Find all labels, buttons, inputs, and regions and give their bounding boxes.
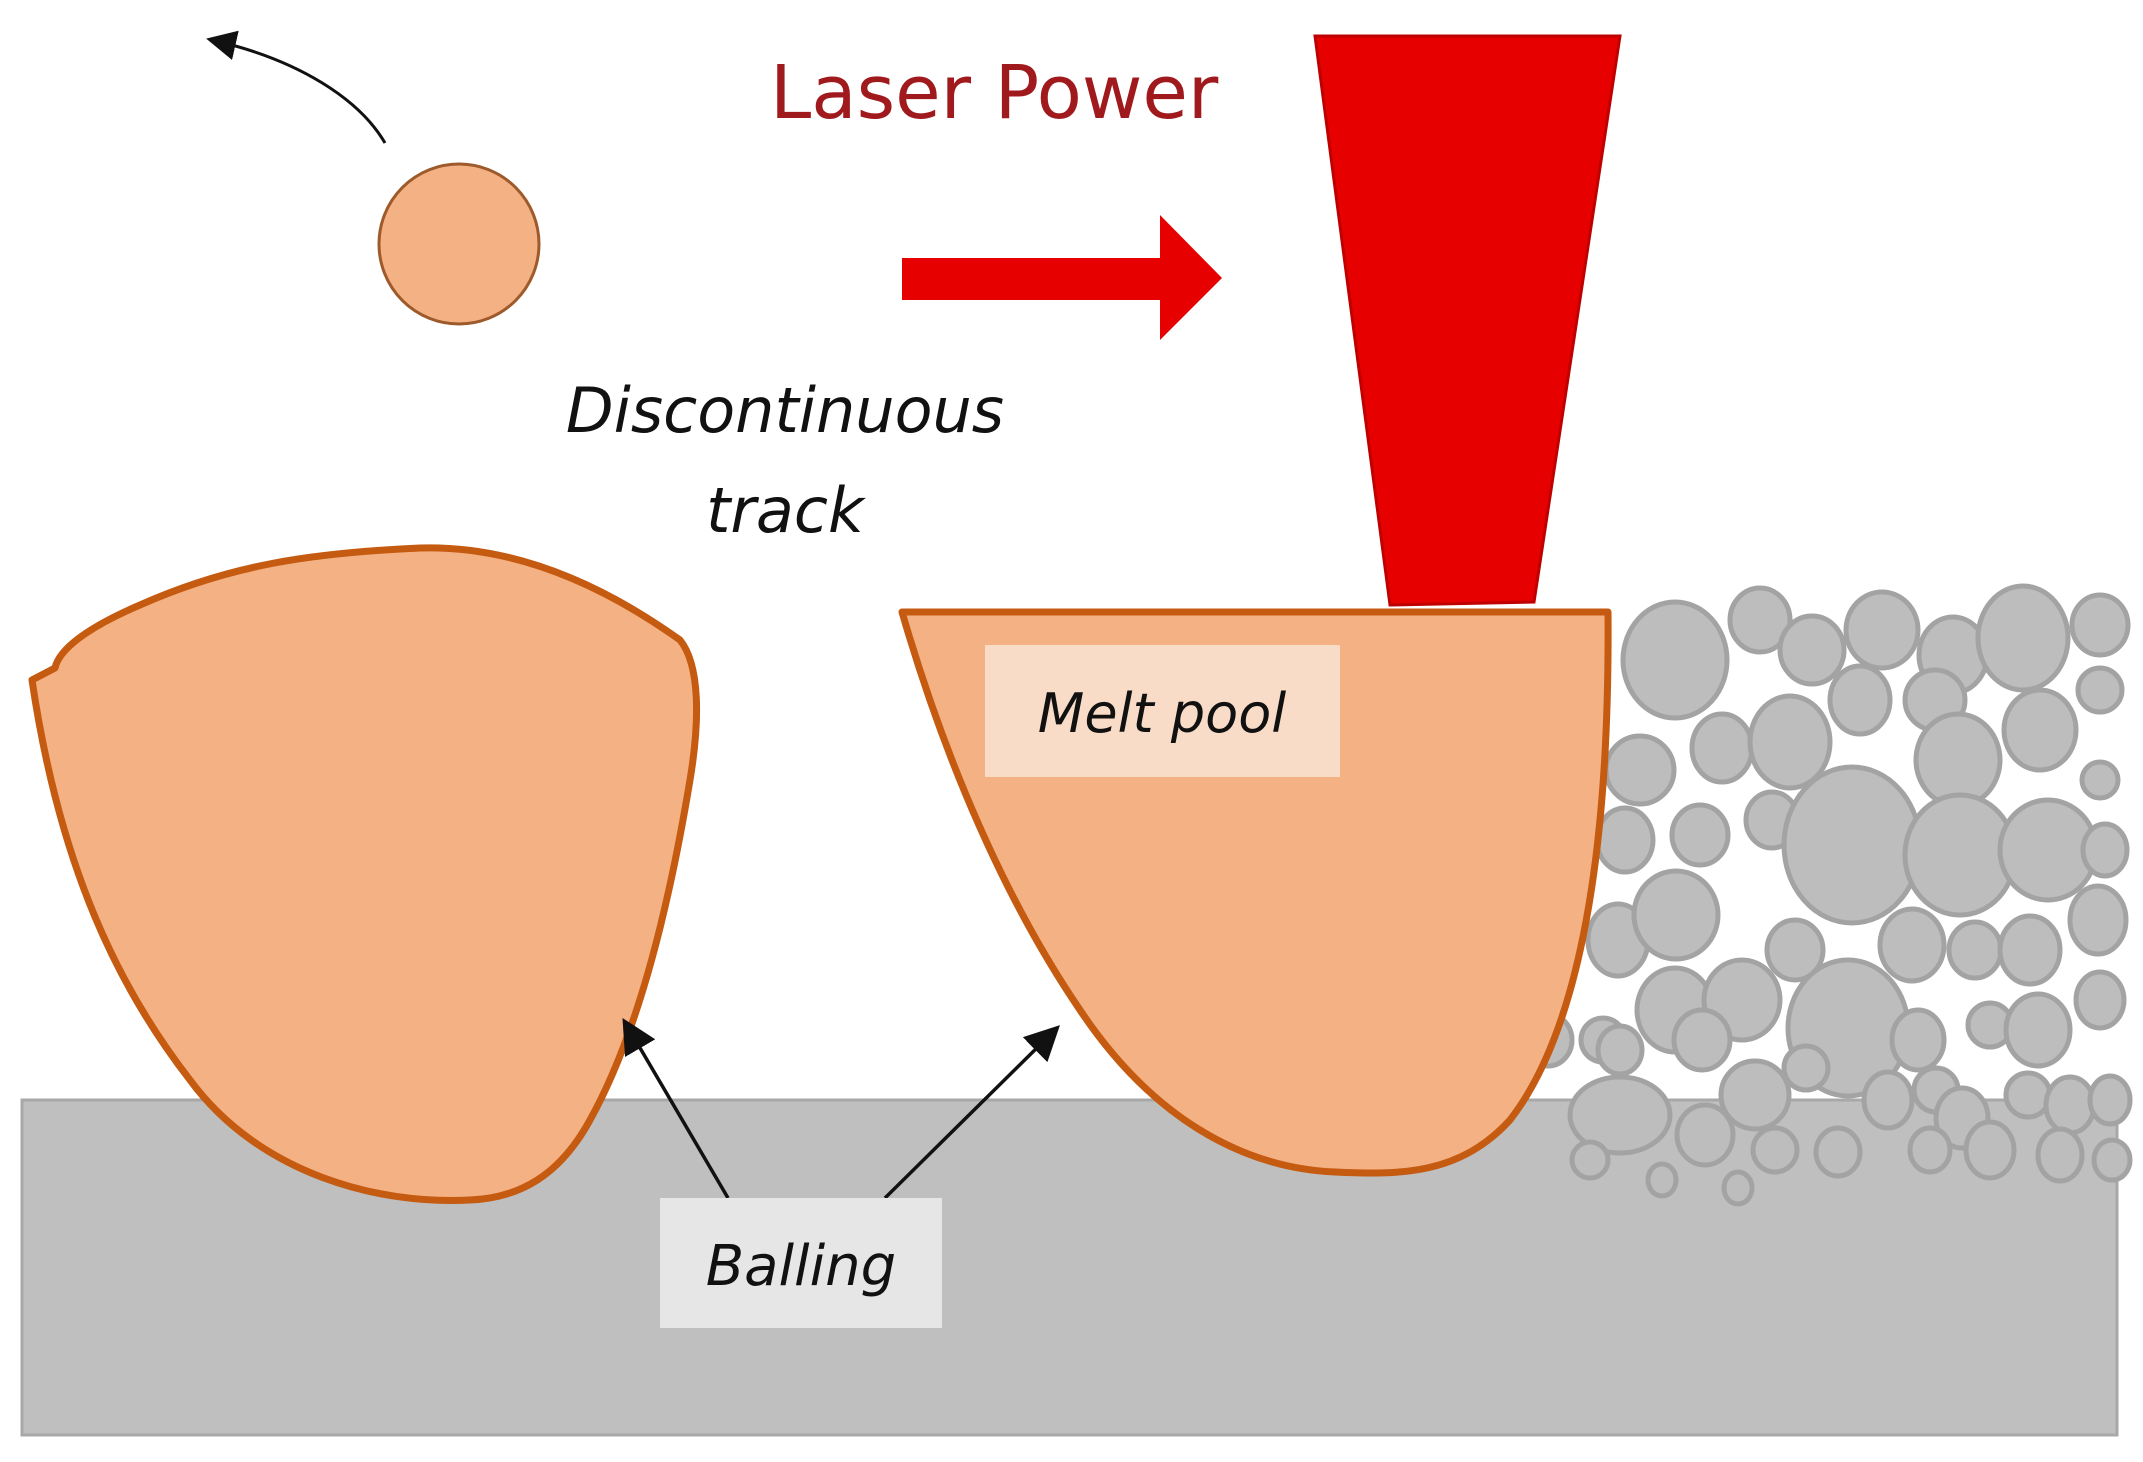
powder-particle	[1827, 663, 1893, 737]
powder-particle	[2067, 883, 2129, 957]
powder-particle	[1645, 1161, 1679, 1199]
powder-particle	[1781, 1043, 1831, 1093]
powder-particle	[1631, 868, 1721, 962]
balling-label: Balling	[706, 1234, 896, 1299]
balled-track	[28, 544, 701, 1204]
curved-arrow-icon	[206, 30, 387, 144]
powder-particle	[1669, 802, 1731, 868]
powder-particle	[1997, 913, 2063, 987]
powder-particle	[1674, 1102, 1736, 1168]
melt-pool-label: Melt pool	[1038, 682, 1287, 745]
powder-particle	[1721, 1169, 1755, 1207]
powder-particle	[1813, 1125, 1863, 1179]
powder-particle	[2073, 969, 2127, 1031]
laser-beam	[1313, 34, 1622, 607]
balling-arrow-right	[883, 1025, 1060, 1200]
powder-particle	[1594, 805, 1656, 875]
powder-particle	[1913, 711, 2003, 809]
powder-particle	[1567, 1074, 1673, 1156]
powder-particle	[1963, 1119, 2017, 1181]
powder-particle	[1764, 917, 1826, 983]
powder-particle	[1727, 585, 1793, 655]
powder-particle	[1671, 1007, 1733, 1073]
laser-power-label: Laser Power	[770, 50, 1219, 136]
powder-particle	[1889, 1007, 1947, 1073]
powder-bed	[1521, 583, 2133, 1207]
powder-particle	[1747, 693, 1833, 791]
powder-particle	[1861, 1069, 1915, 1131]
powder-particle	[1781, 764, 1923, 926]
powder-particle	[2075, 665, 2125, 715]
powder-particle	[1907, 1125, 1953, 1175]
powder-particle	[2091, 1137, 2133, 1183]
balling-label-box	[660, 1198, 942, 1328]
powder-particle	[2035, 1126, 2085, 1184]
powder-particle	[1975, 583, 2071, 693]
ejected-droplet	[377, 162, 541, 326]
powder-particle	[1569, 1139, 1611, 1181]
discontinuous-track-label-line2: track	[706, 474, 866, 547]
powder-particle	[2001, 687, 2079, 773]
powder-particle	[2003, 1070, 2053, 1120]
powder-particle	[1620, 599, 1730, 721]
powder-particle	[1877, 906, 1947, 984]
discontinuous-track-label-line1: Discontinuous	[566, 374, 1004, 447]
powder-particle	[1603, 733, 1677, 807]
powder-particle	[2069, 592, 2131, 658]
arrow-right-icon	[902, 215, 1222, 340]
powder-particle	[1946, 919, 2004, 981]
balling-arrow-left	[622, 1017, 730, 1199]
powder-particle	[1595, 1023, 1645, 1077]
powder-particle	[2080, 821, 2130, 879]
powder-particle	[2003, 991, 2073, 1069]
powder-particle	[1718, 1058, 1792, 1132]
melt-pool-label-box	[985, 645, 1340, 777]
powder-particle	[2079, 759, 2121, 801]
powder-particle	[1750, 1125, 1800, 1175]
powder-particle	[1689, 711, 1755, 785]
powder-particle	[1843, 589, 1921, 671]
powder-particle	[2043, 1074, 2097, 1136]
powder-particle	[2087, 1073, 2133, 1127]
powder-particle	[1777, 613, 1847, 687]
